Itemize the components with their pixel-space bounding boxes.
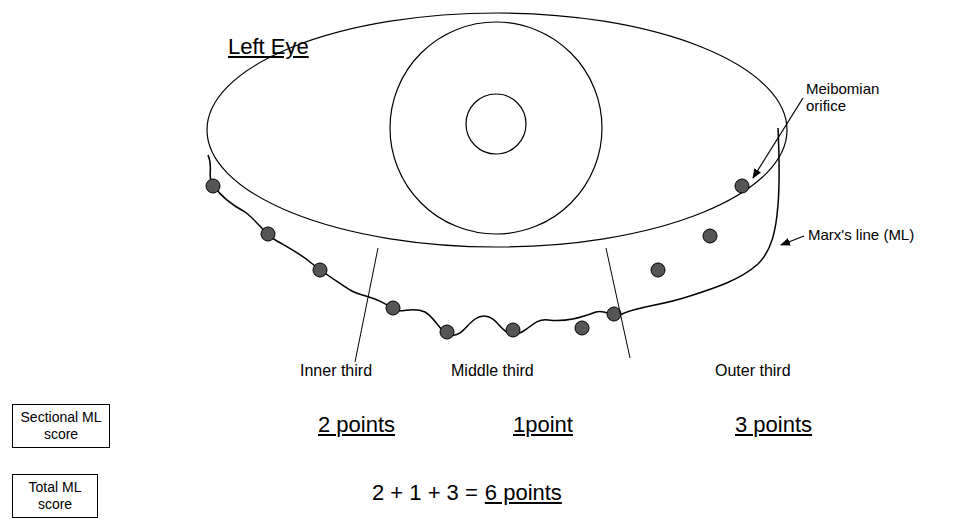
division-line bbox=[355, 248, 378, 362]
callout-label: Meibomian orifice bbox=[806, 80, 906, 115]
total-score: 6 points bbox=[485, 480, 562, 505]
diagram-title: Left Eye bbox=[228, 34, 309, 59]
section-score: 1point bbox=[513, 412, 573, 437]
iris bbox=[390, 22, 602, 234]
section-label: Inner third bbox=[300, 362, 372, 380]
meibomian-orifices bbox=[206, 179, 749, 339]
pupil bbox=[466, 94, 526, 154]
marx-line bbox=[208, 128, 779, 335]
score-box: Sectional ML score bbox=[12, 404, 110, 448]
callout-label: Marx's line (ML) bbox=[808, 226, 914, 243]
section-label: Middle third bbox=[451, 362, 534, 380]
total-formula: 2 + 1 + 3 = bbox=[372, 480, 478, 505]
box-text: Total ML score bbox=[19, 479, 91, 513]
division-line bbox=[606, 248, 630, 358]
leader-arrow bbox=[753, 98, 803, 178]
leader-arrow bbox=[781, 236, 804, 245]
section-score: 3 points bbox=[735, 412, 812, 437]
score-box: Total ML score bbox=[12, 474, 98, 518]
box-text: Sectional ML score bbox=[19, 409, 103, 443]
section-label: Outer third bbox=[715, 362, 791, 380]
eye-outline bbox=[207, 13, 787, 247]
section-score: 2 points bbox=[318, 412, 395, 437]
